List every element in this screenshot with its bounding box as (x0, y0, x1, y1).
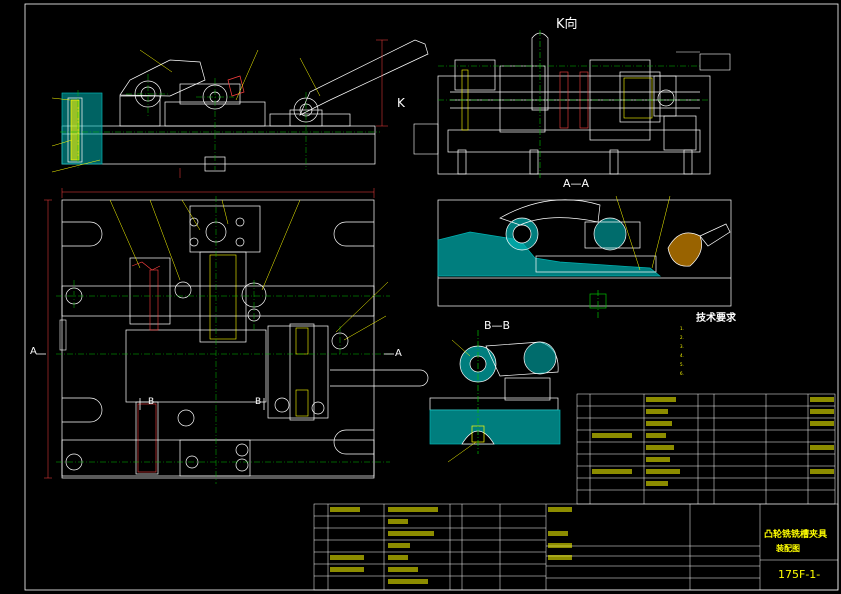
parts-list-right-fills (592, 397, 834, 486)
tech-req-item-1: 1. (680, 326, 684, 331)
technical-requirements-title: 技术要求 (696, 313, 736, 324)
plan-view-colored-details (59, 254, 309, 473)
k-view (437, 32, 711, 175)
tech-req-item-6: 6. (680, 371, 684, 376)
k-view-title: K向 (556, 17, 578, 32)
section-bb (429, 330, 561, 463)
tech-req-item-2: 2. (680, 335, 684, 340)
section-cut-marks (36, 353, 394, 410)
section-mark-b-left: B (148, 397, 155, 407)
title-block-drawing-number: 175F-1- (778, 568, 821, 581)
plan-view-leaders (109, 199, 389, 341)
tech-req-item-5: 5. (680, 362, 684, 367)
section-mark-b-right: B (255, 397, 262, 407)
title-block-drawing-type: 装配图 (776, 544, 800, 553)
k-view-details (413, 30, 731, 178)
sheet-border (24, 3, 839, 591)
section-bb-title: B—B (484, 319, 511, 332)
section-aa (437, 195, 732, 320)
title-block-part-name: 凸轮铣铣槽夹具 (764, 530, 828, 540)
front-view-centerlines (60, 74, 380, 170)
section-mark-a-left: A (30, 346, 37, 357)
front-view-dimensions (179, 39, 388, 178)
section-aa-title: A—A (563, 177, 590, 190)
k-direction-label: K (397, 96, 405, 110)
front-view (61, 39, 429, 172)
parts-list-right (576, 393, 836, 505)
section-mark-a-right: A (395, 348, 402, 359)
plan-view-dimensions (44, 188, 375, 479)
plan-view (61, 199, 429, 479)
tech-req-item-3: 3. (680, 344, 684, 349)
parts-list-main (313, 503, 839, 591)
tech-req-item-4: 4. (680, 353, 684, 358)
front-view-leaders (51, 49, 321, 173)
parts-list-main-fills (330, 507, 572, 584)
plan-view-centerlines (56, 196, 394, 484)
